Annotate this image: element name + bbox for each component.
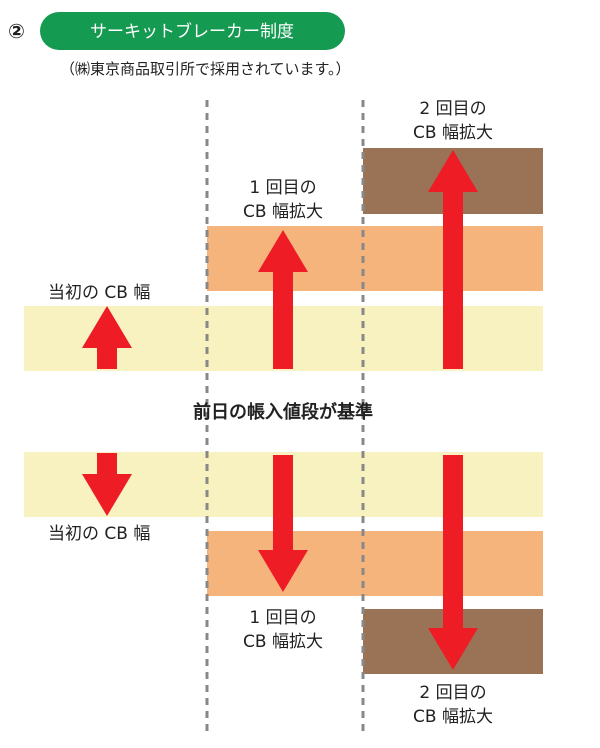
upper-second-label-line1: 2 回目の [419,99,486,119]
upper-first-band [207,226,543,291]
lower-first-label-line2: CB 幅拡大 [243,632,323,652]
section-number: ② [8,19,25,43]
title-pill [40,12,345,50]
down-arrow-icon [428,455,478,670]
upper-second-label-line2: CB 幅拡大 [413,123,493,143]
down-arrow-icon [258,455,308,592]
upper-initial-label: 当初の CB 幅 [48,283,150,303]
lower-first-label-line1: 1 回目の [249,608,316,628]
baseline-label: 前日の帳入値段が基準 [193,401,373,423]
lower-second-label-line2: CB 幅拡大 [413,707,493,727]
subtitle: （㈱東京商品取引所で採用されています。） [60,60,351,78]
lower-second-label-line1: 2 回目の [419,683,486,703]
lower-first-band [207,531,543,596]
up-arrow-icon [82,306,132,369]
up-arrow-icon [258,230,308,369]
down-arrow-icon [82,453,132,516]
upper-first-label-line2: CB 幅拡大 [243,202,323,222]
title: サーキットブレーカー制度 [90,21,294,42]
lower-initial-label: 当初の CB 幅 [48,524,150,544]
up-arrow-icon [428,150,478,369]
upper-first-label-line1: 1 回目の [249,178,316,198]
